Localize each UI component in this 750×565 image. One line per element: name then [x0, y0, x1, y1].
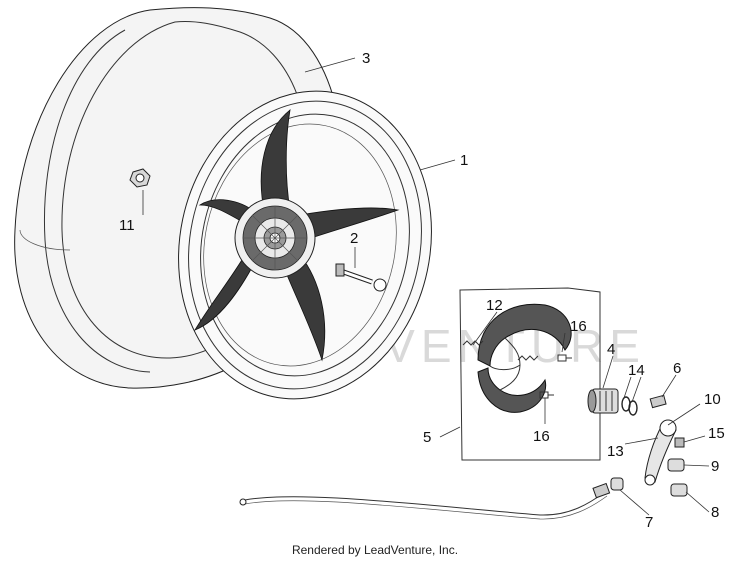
- callout-5: 5: [423, 429, 431, 446]
- callout-9: 9: [711, 458, 719, 475]
- callout-8: 8: [711, 504, 719, 521]
- wear-indicator: [674, 437, 685, 448]
- callout-10: 10: [704, 391, 721, 408]
- footer-credit: Rendered by LeadVenture, Inc.: [291, 543, 459, 557]
- o-rings: [621, 396, 638, 416]
- leader-lines: [142, 57, 710, 516]
- brake-cam-shaft: [587, 388, 619, 414]
- tire-valve: [335, 263, 387, 292]
- callout-16-upper: 16: [570, 318, 587, 335]
- callout-labels: 3 1 2 11 5 12 16 16 4 14 6 10 13 15 9 8 …: [119, 50, 725, 531]
- callout-14: 14: [628, 362, 645, 379]
- callout-1: 1: [460, 152, 468, 169]
- brake-cable: [239, 482, 611, 520]
- callout-3: 3: [362, 50, 370, 67]
- callout-2: 2: [350, 230, 358, 247]
- callout-12: 12: [486, 297, 503, 314]
- callout-6: 6: [673, 360, 681, 377]
- brake-lever: [644, 419, 677, 486]
- callout-11: 11: [119, 217, 135, 234]
- pin-7: [610, 477, 624, 491]
- lever-bolt: [649, 394, 667, 409]
- wheel-hub: [234, 197, 316, 279]
- fitting-9: [667, 458, 685, 472]
- callout-16-lower: 16: [533, 428, 550, 445]
- rim-spokes: [194, 109, 400, 362]
- callout-4: 4: [607, 341, 615, 358]
- axle-nut: [129, 168, 151, 188]
- callout-13: 13: [607, 443, 624, 460]
- callout-15: 15: [708, 425, 725, 442]
- fitting-8: [670, 483, 688, 497]
- brake-shoe-group: [459, 287, 601, 461]
- callout-7: 7: [645, 514, 653, 531]
